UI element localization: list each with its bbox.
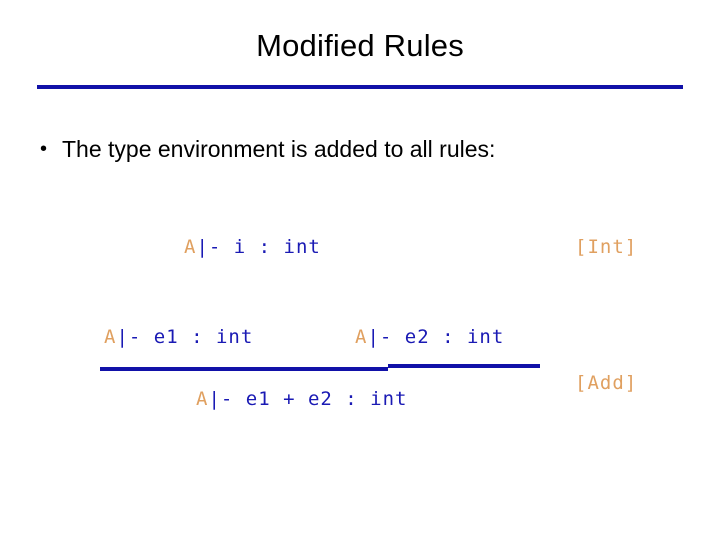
page-title: Modified Rules — [256, 28, 464, 63]
bullet-item-label: The type environment is added to all rul… — [62, 136, 496, 162]
rule-add-conclusion-text: |- e1 + e2 : int — [208, 388, 408, 410]
rule-add-premise-right-text: |- e2 : int — [367, 326, 505, 348]
type-environment-symbol: A — [104, 326, 117, 348]
type-environment-symbol: A — [355, 326, 368, 348]
rule-add-premise-left-text: |- e1 : int — [116, 326, 254, 348]
rule-add-tag: [Add] — [575, 372, 638, 394]
inference-rule-int: A|- i : int [Int] — [0, 236, 720, 266]
bullet-marker-icon: • — [40, 138, 48, 160]
rule-add-inference-bar-left — [100, 367, 388, 371]
rule-add-conclusion: A|- e1 + e2 : int — [196, 388, 407, 410]
rule-add-inference-bar-right — [388, 364, 540, 368]
inference-rule-add: A|- e1 : int A|- e2 : int A|- e1 + e2 : … — [0, 326, 720, 436]
type-environment-symbol: A — [184, 236, 197, 258]
rule-int-tag: [Int] — [575, 236, 638, 258]
title-divider — [37, 85, 683, 89]
rule-add-premise-right: A|- e2 : int — [355, 326, 504, 348]
rule-int-conclusion: A|- i : int — [184, 236, 321, 258]
inference-rules-block: A|- i : int [Int] A|- e1 : int A|- e2 : … — [0, 200, 720, 460]
type-environment-symbol: A — [196, 388, 209, 410]
bullet-list-item: • The type environment is added to all r… — [40, 134, 680, 164]
rule-add-premise-left: A|- e1 : int — [104, 326, 253, 348]
rule-int-judgment-text: |- i : int — [196, 236, 321, 258]
